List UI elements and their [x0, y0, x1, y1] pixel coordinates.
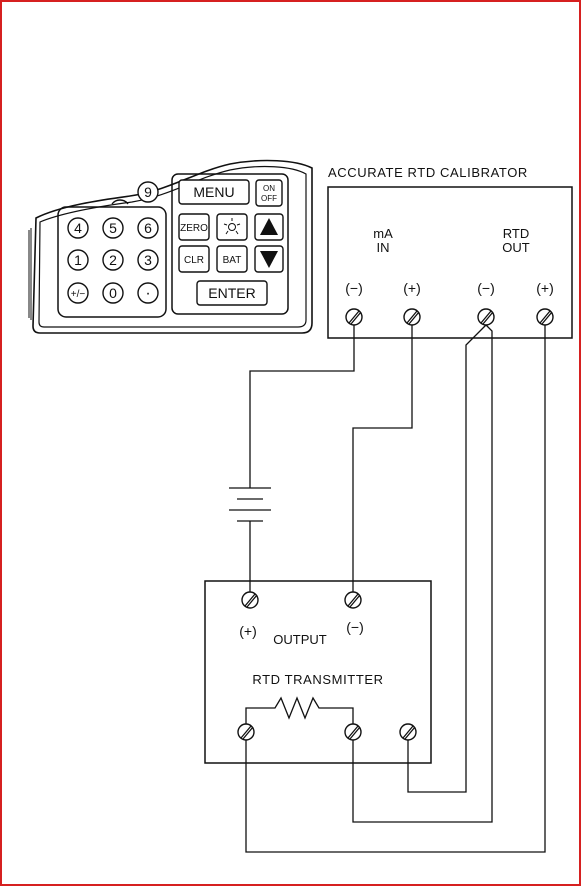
wire-rtd-minus-b	[352, 324, 493, 823]
key-3[interactable]: 3	[137, 249, 159, 271]
bat-button[interactable]: BAT	[216, 245, 248, 273]
key-4[interactable]: 4	[67, 217, 89, 239]
rtd-transmitter-title: RTD TRANSMITTER	[252, 672, 383, 687]
up-arrow-icon	[260, 218, 278, 235]
battery-symbol	[229, 487, 271, 522]
output-minus-label: (−)	[346, 619, 364, 635]
output-label: OUTPUT	[273, 632, 327, 647]
ma-plus-label: (+)	[403, 280, 421, 296]
output-plus-label: (+)	[239, 623, 257, 639]
clr-button[interactable]: CLR	[178, 245, 210, 273]
calibrator-title: ACCURATE RTD CALIBRATOR	[328, 165, 528, 180]
menu-button-label: MENU	[193, 184, 234, 200]
key-9-label: 9	[144, 184, 152, 200]
rtd-out-label-line1: RTD	[503, 226, 529, 241]
terminal-screw-rtd-plus	[536, 308, 554, 326]
ma-in-label-line2: IN	[377, 240, 390, 255]
zero-button-label: ZERO	[180, 223, 208, 234]
terminal-screw-output-plus	[241, 591, 259, 609]
key-decimal[interactable]: ·	[137, 282, 159, 304]
terminal-screw-rtd-middle	[344, 723, 362, 741]
key-6[interactable]: 6	[137, 217, 159, 239]
key-5-label: 5	[109, 220, 117, 236]
backlight-icon	[223, 218, 241, 235]
key-4-label: 4	[74, 220, 82, 236]
enter-button[interactable]: ENTER	[196, 280, 268, 306]
off-label: OFF	[261, 194, 277, 203]
on-label: ON	[263, 184, 275, 193]
ma-in-label-line1: mA	[373, 226, 393, 241]
wire-ma-plus-to-output-minus	[352, 325, 413, 592]
wire-ma-minus-to-battery	[249, 325, 355, 488]
terminal-screw-rtd-left	[237, 723, 255, 741]
terminal-screw-ma-minus	[345, 308, 363, 326]
key-8-partial	[111, 199, 129, 205]
terminal-screw-ma-plus	[403, 308, 421, 326]
rtd-minus-label: (−)	[477, 280, 495, 296]
clr-button-label: CLR	[184, 255, 204, 266]
calibrator-keypad: 9 4 5 6 1 2 3 +/−	[28, 159, 313, 334]
rtd-resistor-symbol	[245, 696, 354, 724]
ma-minus-label: (−)	[345, 280, 363, 296]
wire-rtd-plus	[245, 325, 546, 853]
terminal-screw-rtd-right	[399, 723, 417, 741]
key-2[interactable]: 2	[102, 249, 124, 271]
key-6-label: 6	[144, 220, 152, 236]
wire-rtd-minus-a	[407, 324, 487, 793]
key-0[interactable]: 0	[102, 282, 124, 304]
zero-button[interactable]: ZERO	[178, 213, 210, 241]
on-off-button[interactable]: ON OFF	[255, 179, 283, 207]
key-9[interactable]: 9	[137, 181, 159, 203]
terminal-screw-rtd-minus	[477, 308, 495, 326]
down-button[interactable]	[254, 245, 284, 273]
key-plus-minus-label: +/−	[71, 289, 86, 300]
menu-button[interactable]: MENU	[178, 179, 250, 205]
key-5[interactable]: 5	[102, 217, 124, 239]
rtd-transmitter: (+) OUTPUT (−) RTD TRANSMITTER	[204, 580, 432, 764]
terminal-screw-output-minus	[344, 591, 362, 609]
key-plus-minus[interactable]: +/−	[67, 282, 89, 304]
rtd-out-label-line2: OUT	[502, 240, 530, 255]
backlight-button[interactable]	[216, 213, 248, 241]
bat-button-label: BAT	[223, 255, 242, 266]
down-arrow-icon	[260, 251, 278, 268]
calibrator-terminal-box: ACCURATE RTD CALIBRATOR mA IN RTD OUT (−…	[327, 165, 573, 339]
rtd-plus-label: (+)	[536, 280, 554, 296]
wiring	[229, 324, 546, 853]
key-2-label: 2	[109, 252, 117, 268]
key-decimal-label: ·	[145, 285, 150, 302]
key-0-label: 0	[109, 285, 117, 301]
key-1-label: 1	[74, 252, 82, 268]
enter-button-label: ENTER	[208, 285, 255, 301]
key-1[interactable]: 1	[67, 249, 89, 271]
up-button[interactable]	[254, 213, 284, 241]
key-3-label: 3	[144, 252, 152, 268]
